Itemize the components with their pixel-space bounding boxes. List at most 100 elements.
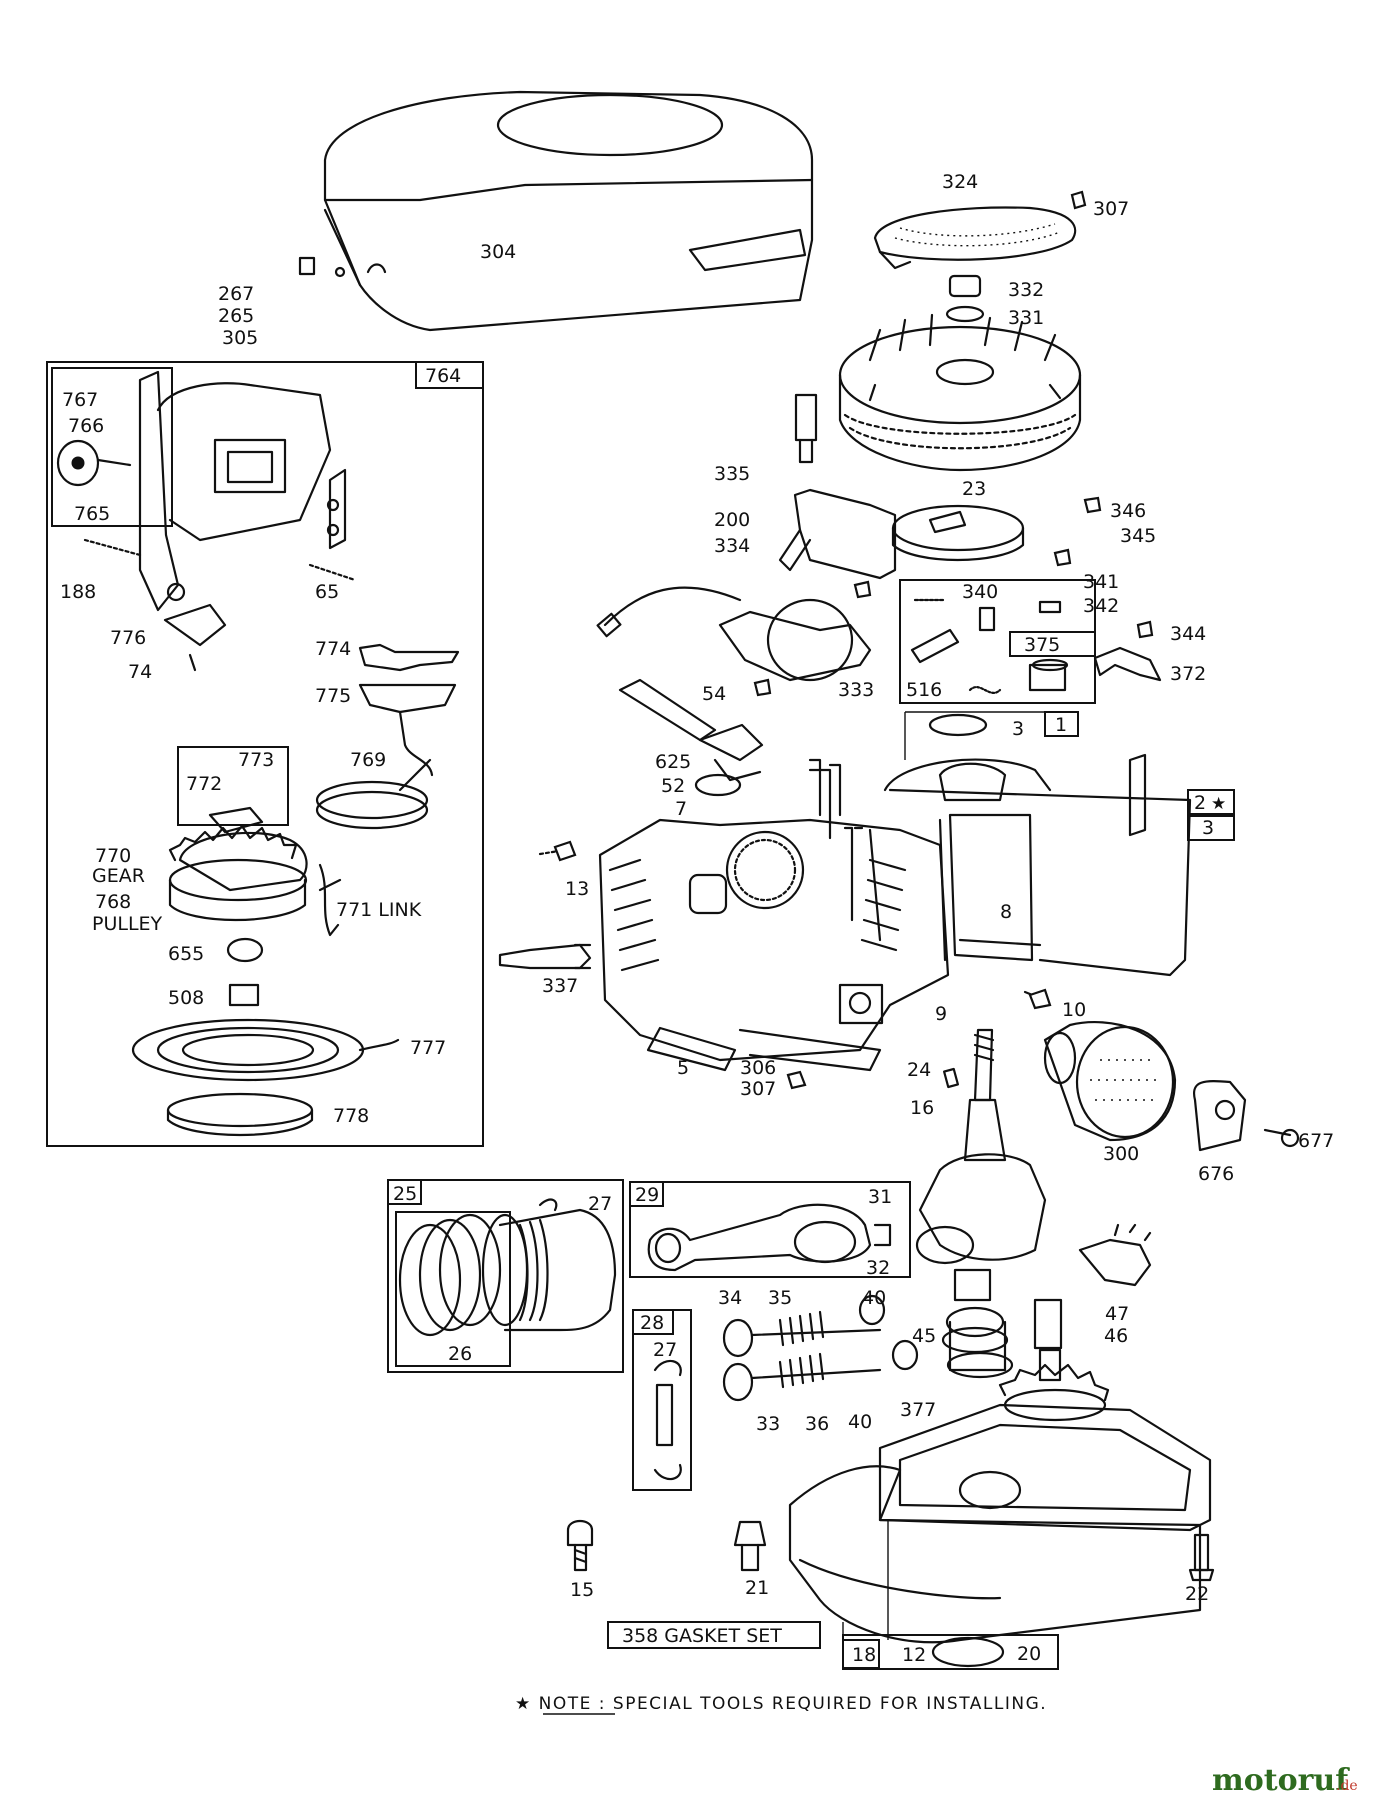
- sump-part: [788, 1403, 1212, 1668]
- label-1: 1: [1055, 714, 1067, 736]
- cylinder-head-part: [598, 818, 950, 1072]
- label-771-link: 771 LINK: [336, 899, 422, 921]
- label-28: 28: [640, 1312, 664, 1334]
- label-12: 12: [902, 1644, 926, 1666]
- label-516: 516: [906, 679, 942, 701]
- box-28-tag: [632, 1309, 674, 1335]
- label-7: 7: [675, 798, 687, 820]
- label-305: 305: [222, 327, 258, 349]
- screws-and-fasteners-part: [498, 840, 1052, 1090]
- label-342: 342: [1083, 595, 1119, 617]
- label-pulley: PULLEY: [92, 913, 163, 935]
- label-772: 772: [186, 773, 222, 795]
- label-341: 341: [1083, 571, 1119, 593]
- label-24: 24: [907, 1059, 931, 1081]
- label-773: 773: [238, 749, 274, 771]
- camshaft-part: [941, 1223, 1152, 1422]
- label-46: 46: [1104, 1325, 1128, 1347]
- label-25: 25: [393, 1183, 417, 1205]
- flywheel-part: [838, 313, 1082, 472]
- label-20: 20: [1017, 1643, 1041, 1665]
- valve-box: [632, 1309, 692, 1491]
- label-40a: 40: [862, 1287, 886, 1309]
- pulley-and-gear-part: [168, 806, 342, 937]
- label-307b: 307: [740, 1078, 776, 1100]
- label-304: 304: [480, 241, 516, 263]
- breaker-points-part: [910, 598, 1069, 694]
- label-9: 9: [935, 1003, 947, 1025]
- upper-fasteners-part: [753, 190, 1154, 697]
- label-676: 676: [1198, 1163, 1234, 1185]
- label-774: 774: [315, 638, 351, 660]
- label-508: 508: [168, 987, 204, 1009]
- label-54: 54: [702, 683, 726, 705]
- label-333: 333: [838, 679, 874, 701]
- label-40b: 40: [848, 1411, 872, 1433]
- label-375: 375: [1024, 634, 1060, 656]
- footnote: ★ NOTE : SPECIAL TOOLS REQUIRED FOR INST…: [515, 1694, 1047, 1714]
- label-345: 345: [1120, 525, 1156, 547]
- label-27a: 27: [588, 1193, 612, 1215]
- label-768: 768: [95, 891, 131, 913]
- label-766: 766: [68, 415, 104, 437]
- watermark-brand: motoruf: [1212, 1763, 1350, 1798]
- leader-18: [842, 1520, 889, 1640]
- label-335: 335: [714, 463, 750, 485]
- valve-retainer-part: [653, 1359, 682, 1481]
- label-340: 340: [962, 581, 998, 603]
- label-3b: 3: [1202, 817, 1214, 839]
- label-33: 33: [756, 1413, 780, 1435]
- label-8: 8: [1000, 901, 1012, 923]
- label-188: 188: [60, 581, 96, 603]
- label-29: 29: [635, 1184, 659, 1206]
- label-16: 16: [910, 1097, 934, 1119]
- label-3a: 3: [1012, 718, 1024, 740]
- watermark-logo: motoruf .de: [1212, 1763, 1358, 1798]
- label-300: 300: [1103, 1143, 1139, 1165]
- label-775: 775: [315, 685, 351, 707]
- starter-handle-and-rope-part: [315, 643, 460, 830]
- starter-housing-part: [56, 370, 357, 672]
- label-377: 377: [900, 1399, 936, 1421]
- connecting-rod-box: [629, 1181, 911, 1278]
- label-10: 10: [1062, 999, 1086, 1021]
- label-23: 23: [962, 478, 986, 500]
- label-47: 47: [1105, 1303, 1129, 1325]
- label-767: 767: [62, 389, 98, 411]
- breaker-cover-part: [891, 504, 1025, 562]
- label-372: 372: [1170, 663, 1206, 685]
- muffler-part: [1043, 1021, 1300, 1152]
- leader-1: [904, 711, 1045, 760]
- label-324: 324: [942, 171, 978, 193]
- label-5: 5: [677, 1057, 689, 1079]
- label-306: 306: [740, 1057, 776, 1079]
- connecting-rod-part: [647, 1203, 892, 1272]
- label-74: 74: [128, 661, 152, 683]
- label-677: 677: [1298, 1130, 1334, 1152]
- label-778: 778: [333, 1105, 369, 1127]
- label-769: 769: [350, 749, 386, 771]
- label-337: 337: [542, 975, 578, 997]
- label-13: 13: [565, 878, 589, 900]
- label-18: 18: [852, 1644, 876, 1666]
- label-346: 346: [1110, 500, 1146, 522]
- part-number-labels: 304 267 265 305 324 307 332 331 23 764 7…: [60, 171, 1334, 1666]
- label-334: 334: [714, 535, 750, 557]
- label-21: 21: [745, 1577, 769, 1599]
- box-765-tag: [51, 367, 173, 527]
- starter-assembly-box: [46, 361, 484, 1147]
- box-3-tag: [1187, 815, 1235, 841]
- small-bolts-part: [566, 1519, 1215, 1582]
- rotating-screen-part: [873, 206, 1077, 323]
- label-52: 52: [661, 775, 685, 797]
- label-267: 267: [218, 283, 254, 305]
- condenser-clamp-part: [1093, 646, 1162, 682]
- piston-and-rings-part: [398, 1198, 617, 1337]
- blower-housing-part: [298, 90, 814, 332]
- label-344: 344: [1170, 623, 1206, 645]
- box-1-tag: [1044, 711, 1079, 737]
- box-2-tag: [1187, 789, 1235, 815]
- label-358-gasket-set: 358 GASKET SET: [622, 1625, 782, 1647]
- label-307a: 307: [1093, 198, 1129, 220]
